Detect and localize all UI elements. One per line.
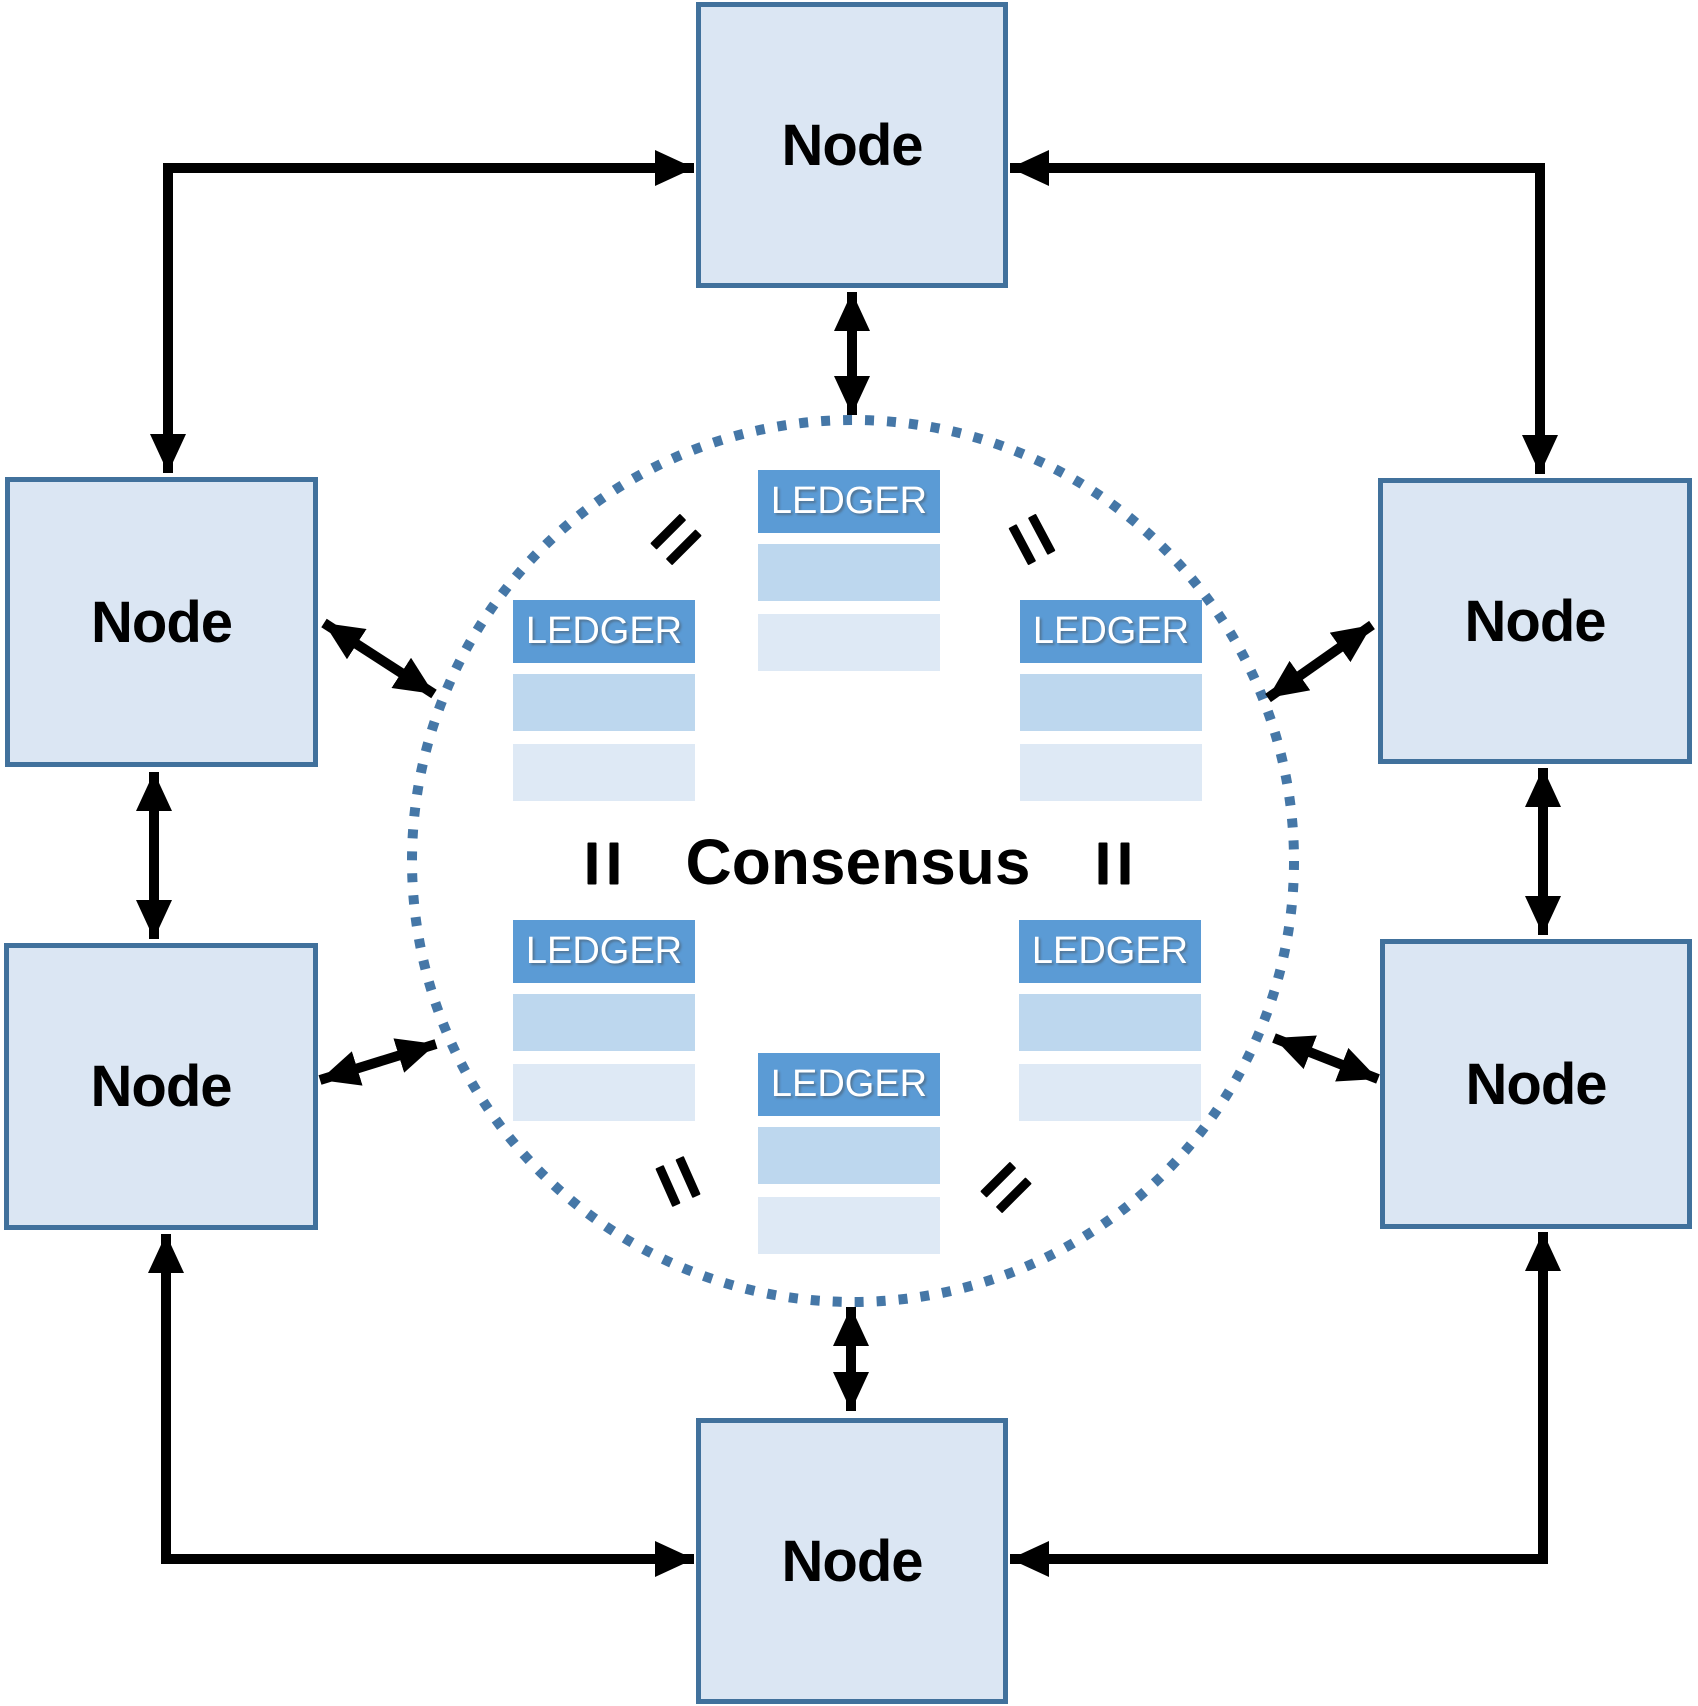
connector-upper-left-node-circle xyxy=(321,618,437,699)
ledger-header: LEDGER xyxy=(513,920,695,983)
ledger-row xyxy=(1020,744,1202,801)
ledger-header: LEDGER xyxy=(1020,600,1202,663)
ledger-row xyxy=(513,994,695,1051)
node-label: Node xyxy=(1465,1051,1608,1117)
ledger-table-lower-right: LEDGER xyxy=(1019,920,1201,1121)
connector-lower-right-node-circle xyxy=(1272,1033,1380,1084)
connector-bottom-node-lower-left-node xyxy=(148,1234,694,1578)
ledger-row xyxy=(513,744,695,801)
ledger-row xyxy=(1019,1064,1201,1121)
node-label: Node xyxy=(91,589,233,655)
node-box-lower-right: Node xyxy=(1380,939,1692,1229)
ledger-header: LEDGER xyxy=(513,600,695,663)
node-box-upper-left: Node xyxy=(5,477,318,767)
ledger-header: LEDGER xyxy=(758,470,940,533)
connector-lower-left-node-circle xyxy=(318,1038,438,1086)
node-label: Node xyxy=(781,1528,924,1594)
consensus-dotted-circle xyxy=(407,415,1299,1307)
ledger-table-lower-left: LEDGER xyxy=(513,920,695,1121)
ledger-row xyxy=(513,674,695,731)
node-box-upper-right: Node xyxy=(1378,478,1692,764)
node-box-top: Node xyxy=(696,2,1008,288)
ledger-row xyxy=(758,1127,940,1184)
ledger-row xyxy=(758,1197,940,1254)
ledger-header: LEDGER xyxy=(1019,920,1201,983)
ledger-table-upper-right: LEDGER xyxy=(1020,600,1202,801)
ledger-table-top-center: LEDGER xyxy=(758,470,940,671)
connector-top-node-upper-left-node xyxy=(149,150,694,473)
equals-icon xyxy=(587,842,619,885)
node-label: Node xyxy=(781,112,924,178)
node-label: Node xyxy=(90,1054,233,1119)
consensus-label: Consensus xyxy=(685,826,1031,898)
node-box-bottom: Node xyxy=(696,1418,1008,1704)
ledger-table-bottom-center: LEDGER xyxy=(758,1053,940,1254)
ledger-row xyxy=(1020,674,1202,731)
node-label: Node xyxy=(1464,588,1607,654)
ledger-table-upper-left: LEDGER xyxy=(513,600,695,801)
ledger-row xyxy=(758,614,940,671)
ledger-row xyxy=(1019,994,1201,1051)
equals-icon xyxy=(1098,842,1130,885)
node-box-lower-left: Node xyxy=(4,943,318,1230)
connector-bottom-node-lower-right-node xyxy=(1010,1232,1562,1577)
connector-upper-right-node-circle xyxy=(1265,620,1375,703)
ledger-row xyxy=(758,544,940,601)
connector-top-node-upper-right-node xyxy=(1010,149,1558,474)
ledger-header: LEDGER xyxy=(758,1053,940,1116)
ledger-row xyxy=(513,1064,695,1121)
